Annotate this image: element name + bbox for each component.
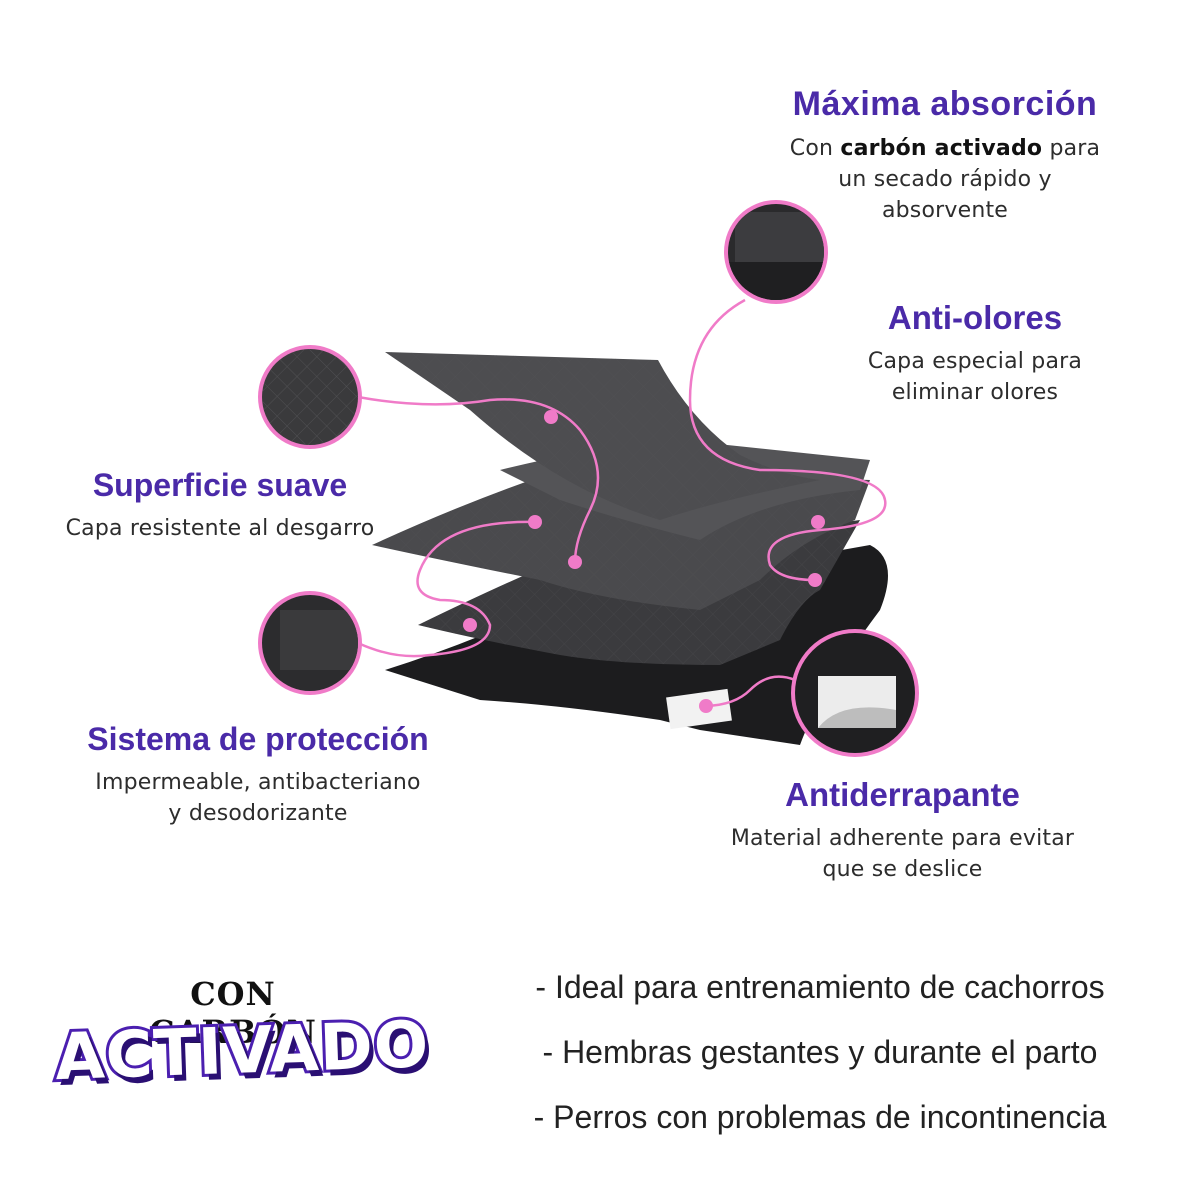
desc-text: un secado rápido y bbox=[838, 167, 1052, 193]
list-item: - Ideal para entrenamiento de cachorros bbox=[535, 969, 1105, 1005]
desc-text: absorvente bbox=[881, 198, 1009, 224]
desc-text: Capa resistente al desgarro bbox=[65, 516, 375, 542]
connector-lines bbox=[357, 298, 887, 708]
feature-title: Anti-olores bbox=[887, 299, 1063, 336]
desc-text: eliminar olores bbox=[891, 380, 1059, 406]
desc-text: Material adherente para evitar bbox=[730, 826, 1075, 852]
list-item: - Hembras gestantes y durante el parto bbox=[542, 1034, 1098, 1070]
zoom-circle-absorption bbox=[724, 200, 828, 304]
feature-description: Capa resistente al desgarro bbox=[60, 513, 380, 544]
feature-description: Capa especial para eliminar olores bbox=[840, 346, 1110, 408]
desc-text: y desodorizante bbox=[168, 801, 348, 827]
desc-bold: carbón activado bbox=[840, 136, 1043, 162]
desc-text: que se deslice bbox=[822, 857, 983, 883]
feature-soft-surface: Superficie suave Capa resistente al desg… bbox=[60, 467, 380, 544]
feature-protection: Sistema de protección Impermeable, antib… bbox=[58, 721, 458, 829]
feature-title: Sistema de protección bbox=[87, 721, 429, 757]
feature-max-absorption: Máxima absorción Con carbón activado par… bbox=[745, 85, 1145, 226]
desc-text: Capa especial para bbox=[867, 349, 1083, 375]
feature-title: Superficie suave bbox=[92, 467, 348, 503]
badge-main-text: ACTIVADO bbox=[51, 1005, 434, 1098]
list-item: - Perros con problemas de incontinencia bbox=[533, 1099, 1107, 1135]
benefit-list: - Ideal para entrenamiento de cachorros … bbox=[480, 955, 1160, 1150]
connector-dots bbox=[463, 410, 825, 713]
activated-carbon-badge: CON CARBÓN ACTIVADO bbox=[51, 975, 434, 1115]
zoom-circle-surface bbox=[258, 345, 362, 449]
adhesive-tab bbox=[666, 688, 732, 730]
feature-anti-slip: Antiderrapante Material adherente para e… bbox=[700, 776, 1105, 885]
feature-description: Con carbón activado para un secado rápid… bbox=[745, 133, 1145, 226]
desc-text: para bbox=[1042, 136, 1101, 162]
feature-title: Máxima absorción bbox=[792, 85, 1098, 123]
feature-anti-odor: Anti-olores Capa especial para eliminar … bbox=[840, 299, 1110, 408]
zoom-circle-antislip bbox=[791, 629, 919, 757]
feature-description: Material adherente para evitar que se de… bbox=[700, 823, 1105, 885]
desc-text: Impermeable, antibacteriano bbox=[95, 770, 421, 796]
zoom-circle-protection bbox=[258, 591, 362, 695]
feature-description: Impermeable, antibacteriano y desodoriza… bbox=[58, 767, 458, 829]
badge-top-text: CON CARBÓN bbox=[149, 975, 317, 1051]
feature-title: Antiderrapante bbox=[785, 776, 1020, 813]
desc-text: Con bbox=[789, 136, 841, 162]
